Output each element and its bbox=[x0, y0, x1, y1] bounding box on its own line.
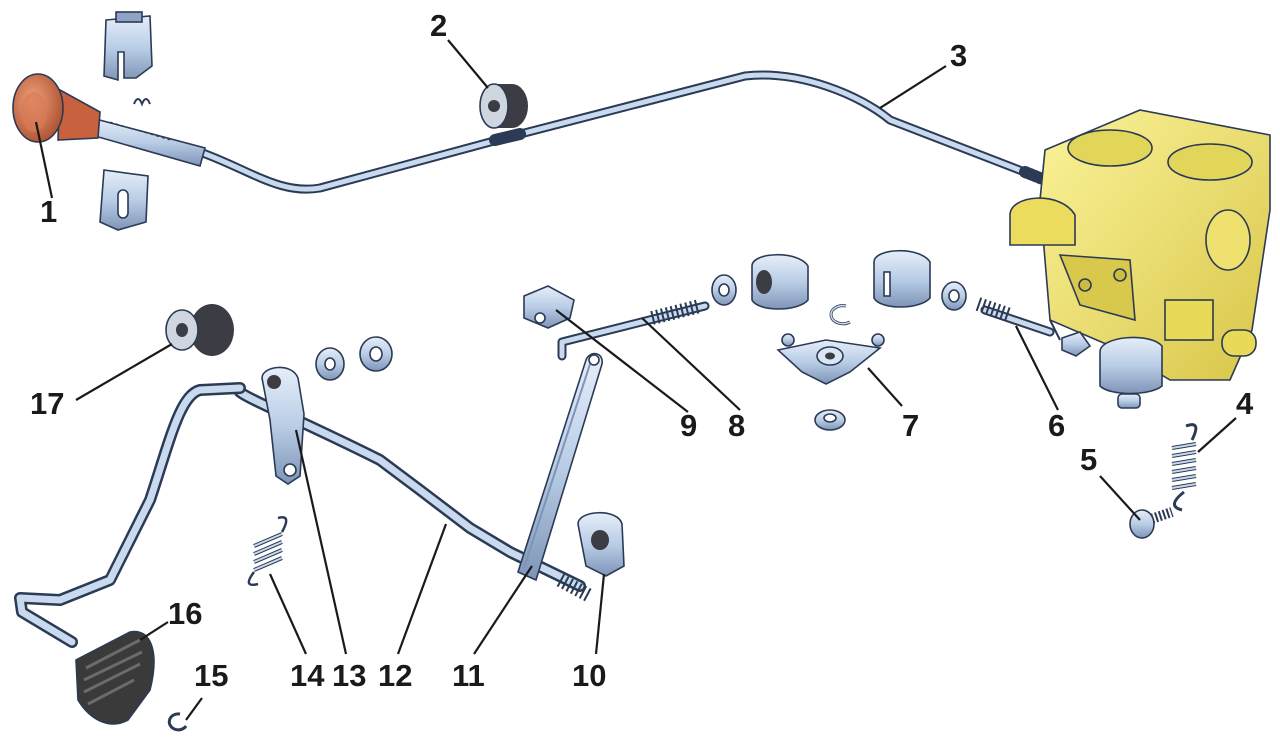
label-15: 15 bbox=[194, 658, 228, 693]
return-spring bbox=[1171, 423, 1198, 512]
intermediate-lever bbox=[776, 333, 885, 385]
leader-7 bbox=[867, 367, 903, 407]
bushing bbox=[165, 304, 234, 356]
part-labels: 1 2 3 4 5 6 7 8 9 10 11 12 13 14 15 16 1… bbox=[30, 8, 1254, 693]
leader-12 bbox=[396, 523, 448, 655]
lever-bracket bbox=[261, 366, 305, 485]
washer bbox=[814, 409, 846, 431]
leader-lines bbox=[34, 39, 1237, 721]
leader-3 bbox=[879, 65, 947, 109]
leader-16 bbox=[139, 621, 169, 641]
leader-15 bbox=[185, 697, 203, 721]
label-1: 1 bbox=[40, 194, 57, 229]
label-9: 9 bbox=[680, 408, 697, 443]
carburetor bbox=[1009, 109, 1271, 381]
leader-4 bbox=[1197, 417, 1237, 453]
throttle-lever-arm bbox=[517, 352, 603, 582]
label-4: 4 bbox=[1236, 386, 1254, 421]
link-rod-adjuster bbox=[941, 281, 1092, 357]
label-13: 13 bbox=[332, 658, 366, 693]
label-6: 6 bbox=[1048, 408, 1065, 443]
label-12: 12 bbox=[378, 658, 412, 693]
lock-washer bbox=[315, 347, 345, 381]
ball-socket-left bbox=[751, 254, 809, 310]
leader-8 bbox=[641, 317, 741, 411]
pedal-arm bbox=[14, 382, 246, 648]
pedal-nut bbox=[359, 336, 393, 372]
cable-grommet bbox=[479, 83, 528, 129]
carb-throttle-socket bbox=[1099, 336, 1163, 409]
leader-5 bbox=[1099, 475, 1141, 521]
leader-2 bbox=[447, 39, 489, 89]
throttle-rod bbox=[557, 299, 710, 361]
spring-bolt bbox=[1129, 507, 1174, 539]
cable-clip-top bbox=[103, 11, 153, 82]
label-14: 14 bbox=[290, 658, 325, 693]
choke-knob bbox=[12, 73, 206, 167]
label-17: 17 bbox=[30, 386, 64, 421]
pedal-spring bbox=[247, 516, 288, 586]
label-10: 10 bbox=[572, 658, 606, 693]
leader-1 bbox=[34, 121, 54, 199]
label-7: 7 bbox=[902, 408, 919, 443]
shaft-end-support bbox=[556, 512, 625, 603]
nut-left bbox=[711, 274, 737, 306]
pedal-clip bbox=[167, 712, 188, 732]
leader-6 bbox=[1015, 325, 1059, 411]
label-11: 11 bbox=[452, 658, 485, 693]
label-5: 5 bbox=[1080, 442, 1097, 477]
label-8: 8 bbox=[728, 408, 745, 443]
leader-9 bbox=[555, 309, 689, 413]
cable-clip-spring bbox=[133, 98, 151, 107]
label-3: 3 bbox=[950, 38, 967, 73]
leader-10 bbox=[594, 573, 606, 655]
leader-13 bbox=[294, 429, 348, 655]
leader-14 bbox=[268, 573, 308, 655]
label-16: 16 bbox=[168, 596, 202, 631]
pedal-shaft bbox=[234, 386, 586, 592]
choke-cable bbox=[195, 70, 1150, 223]
ball-socket-right bbox=[873, 250, 931, 308]
rod-bracket bbox=[523, 285, 575, 329]
leader-11 bbox=[473, 565, 533, 655]
cable-clip-bottom bbox=[99, 169, 149, 231]
leader-17 bbox=[75, 343, 173, 401]
e-clip bbox=[829, 304, 851, 326]
pedal-pad bbox=[75, 630, 155, 725]
label-2: 2 bbox=[430, 8, 447, 43]
